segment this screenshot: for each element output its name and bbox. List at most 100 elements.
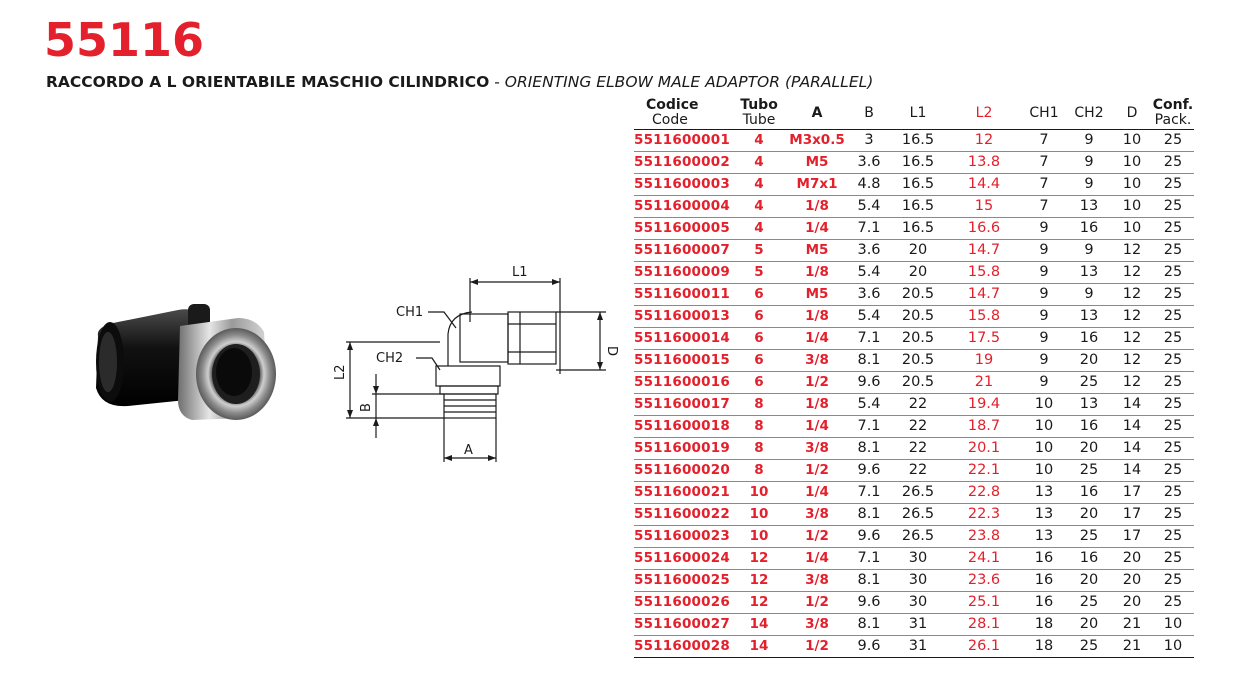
cell-ch1: 13: [1022, 481, 1066, 504]
cell-a: 3/8: [786, 437, 848, 460]
cell-pack: 25: [1152, 481, 1194, 504]
cell-ch2: 9: [1066, 129, 1112, 152]
cell-b: 5.4: [848, 261, 890, 284]
cell-l1: 16.5: [890, 151, 946, 174]
cell-ch2: 13: [1066, 261, 1112, 284]
cell-d: 20: [1112, 569, 1152, 592]
cell-code: 5511600024: [634, 547, 732, 570]
cell-d: 12: [1112, 327, 1152, 350]
cell-b: 3: [848, 129, 890, 152]
cell-l1: 22: [890, 459, 946, 482]
cell-l1: 22: [890, 415, 946, 438]
cell-code: 5511600015: [634, 349, 732, 372]
cell-code: 5511600017: [634, 393, 732, 416]
cell-l1: 20: [890, 261, 946, 284]
cell-code: 5511600019: [634, 437, 732, 460]
cell-b: 9.6: [848, 635, 890, 658]
cell-ch2: 20: [1066, 437, 1112, 460]
cell-code: 5511600027: [634, 613, 732, 636]
cell-l1: 30: [890, 591, 946, 614]
cell-l2: 22.8: [946, 481, 1022, 504]
cell-pack: 25: [1152, 151, 1194, 174]
cell-a: M7x1: [786, 173, 848, 196]
cell-d: 21: [1112, 635, 1152, 658]
cell-d: 17: [1112, 481, 1152, 504]
cell-pack: 25: [1152, 569, 1194, 592]
label-l2: L2: [333, 364, 348, 380]
cell-ch2: 20: [1066, 569, 1112, 592]
cell-ch2: 20: [1066, 503, 1112, 526]
cell-tube: 6: [732, 327, 786, 350]
cell-ch1: 9: [1022, 327, 1066, 350]
cell-b: 7.1: [848, 481, 890, 504]
cell-l2: 15.8: [946, 305, 1022, 328]
cell-ch1: 7: [1022, 173, 1066, 196]
cell-d: 14: [1112, 393, 1152, 416]
cell-code: 5511600005: [634, 217, 732, 240]
cell-tube: 4: [732, 173, 786, 196]
cell-tube: 4: [732, 151, 786, 174]
cell-ch1: 9: [1022, 283, 1066, 306]
english-description: ORIENTING ELBOW MALE ADAPTOR (PARALLEL): [504, 73, 874, 91]
cell-b: 5.4: [848, 393, 890, 416]
cell-ch2: 9: [1066, 173, 1112, 196]
cell-ch2: 13: [1066, 393, 1112, 416]
cell-l2: 26.1: [946, 635, 1022, 658]
cell-b: 9.6: [848, 591, 890, 614]
cell-pack: 25: [1152, 239, 1194, 262]
cell-pack: 10: [1152, 613, 1194, 636]
cell-ch1: 9: [1022, 349, 1066, 372]
cell-a: M5: [786, 283, 848, 306]
cell-tube: 14: [732, 613, 786, 636]
cell-a: 3/8: [786, 569, 848, 592]
cell-a: 1/2: [786, 525, 848, 548]
cell-l2: 25.1: [946, 591, 1022, 614]
cell-pack: 25: [1152, 261, 1194, 284]
cell-l2: 18.7: [946, 415, 1022, 438]
cell-a: 1/2: [786, 635, 848, 658]
cell-ch1: 10: [1022, 437, 1066, 460]
cell-pack: 25: [1152, 525, 1194, 548]
cell-tube: 10: [732, 503, 786, 526]
cell-l1: 20.5: [890, 327, 946, 350]
cell-l2: 19.4: [946, 393, 1022, 416]
cell-l1: 26.5: [890, 525, 946, 548]
cell-l1: 20.5: [890, 371, 946, 394]
cell-a: 1/8: [786, 305, 848, 328]
label-b: B: [359, 403, 374, 412]
cell-l1: 22: [890, 393, 946, 416]
cell-code: 5511600020: [634, 459, 732, 482]
product-photo: [96, 304, 276, 420]
cell-b: 7.1: [848, 327, 890, 350]
italian-description: RACCORDO A L ORIENTABILE MASCHIO CILINDR…: [46, 73, 490, 91]
cell-tube: 8: [732, 393, 786, 416]
cell-b: 4.8: [848, 173, 890, 196]
cell-a: 1/4: [786, 481, 848, 504]
cell-ch2: 20: [1066, 349, 1112, 372]
cell-ch1: 7: [1022, 129, 1066, 152]
cell-tube: 4: [732, 129, 786, 152]
cell-tube: 4: [732, 217, 786, 240]
cell-code: 5511600014: [634, 327, 732, 350]
cell-code: 5511600016: [634, 371, 732, 394]
cell-pack: 25: [1152, 305, 1194, 328]
cell-a: 1/2: [786, 459, 848, 482]
cell-b: 3.6: [848, 151, 890, 174]
cell-code: 5511600025: [634, 569, 732, 592]
cell-l2: 21: [946, 371, 1022, 394]
cell-code: 5511600002: [634, 151, 732, 174]
cell-tube: 14: [732, 635, 786, 658]
cell-code: 5511600023: [634, 525, 732, 548]
cell-d: 10: [1112, 173, 1152, 196]
